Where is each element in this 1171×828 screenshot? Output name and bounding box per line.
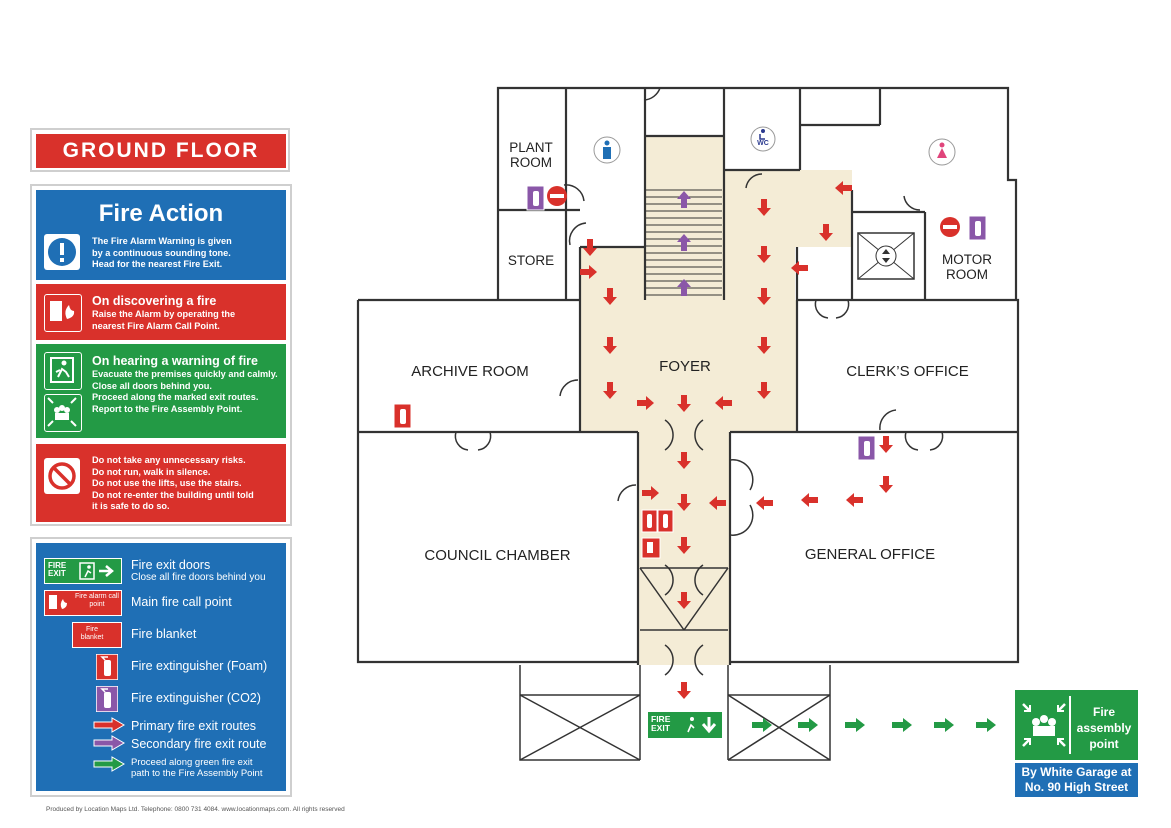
assembly-point-sign [1015,690,1138,760]
prohibition-icon [44,458,80,494]
room-archive: ARCHIVE ROOM [411,363,529,380]
co2-extinguisher-icon [96,686,118,712]
floor-title: GROUND FLOOR [36,134,286,168]
foam-extinguisher-icon [393,403,412,429]
legend-co2: Fire extinguisher (CO2) [131,691,261,705]
legend-primary: Primary fire exit routes [131,719,257,733]
female-toilet-icon [928,138,956,166]
running-man-icon [687,717,695,733]
legend-blanket-sign: Fire blanket [72,622,122,648]
legend-foam: Fire extinguisher (Foam) [131,659,268,673]
legend-secondary: Secondary fire exit route [131,737,267,751]
no-entry-icon [940,217,960,237]
foam-extinguisher-icon [657,509,674,533]
exit-lobby [519,567,831,761]
legend-fire-exit-doors: Fire exit doors Close all fire doors beh… [131,558,266,583]
hearing-warning-text: On hearing a warning of fire Evacuate th… [92,354,278,414]
hearing-warning-panel: On hearing a warning of fire Evacuate th… [36,344,286,438]
credit: Produced by Location Maps Ltd. Telephone… [46,806,345,813]
doors [454,87,944,676]
co2-extinguisher-icon [968,215,987,241]
legend-call-point: Main fire call point [131,595,232,609]
foam-extinguisher-icon [96,654,118,680]
legend-fire-exit-sign: FIRE EXIT [44,558,122,584]
fire-action-title: Fire Action [98,200,224,227]
room-council: COUNCIL CHAMBER [424,547,571,564]
wc-label: WC [757,140,769,147]
co2-extinguisher-icon [857,435,876,461]
secondary-route-arrow-icon [93,735,125,751]
legend-call-point-sign: Fire alarm call point [44,590,122,616]
fire-exit-sign: FIRE EXIT [647,711,723,739]
room-general: GENERAL OFFICE [804,546,936,563]
fire-action-alarm-panel: Fire Action The Fire Alarm Warning is gi… [36,190,286,280]
male-toilet-icon [593,136,621,164]
green-route-arrow-icon [93,756,125,772]
exit-arrow-icon [79,562,114,580]
discovering-text: On discovering a fire Raise the Alarm by… [92,294,236,331]
no-entry-icon [547,186,567,206]
room-clerk: CLERK’S OFFICE [846,363,969,380]
fire-alarm-call-point-icon [641,537,661,559]
legend [36,543,286,791]
assembly-point-label: Fire assembly point [1076,705,1132,751]
alarm-text: The Fire Alarm Warning is given by a con… [92,236,232,269]
primary-route-arrow-icon [93,717,125,733]
running-man-exit-icon [44,352,82,390]
exclamation-icon [44,234,80,270]
legend-blanket: Fire blanket [131,627,197,641]
do-not-panel: Do not take any unnecessary risks. Do no… [36,444,286,522]
walls [356,86,1020,665]
fire-alarm-call-point-icon [44,294,82,332]
assembly-point-icon [44,394,82,432]
down-arrow-icon [701,717,717,734]
lift [857,232,915,280]
assembly-point-icon [1022,703,1066,747]
co2-extinguisher-icon [526,185,545,211]
legend-green-route: Proceed along green fire exit path to th… [131,757,263,779]
room-store: STORE [507,253,555,268]
foam-extinguisher-icon [641,509,658,533]
accessible-wc-icon [750,126,776,152]
room-foyer: FOYER [659,358,711,375]
call-point-icon [49,595,67,609]
do-not-text: Do not take any unnecessary risks. Do no… [92,455,254,511]
discovering-fire-panel: On discovering a fire Raise the Alarm by… [36,284,286,340]
